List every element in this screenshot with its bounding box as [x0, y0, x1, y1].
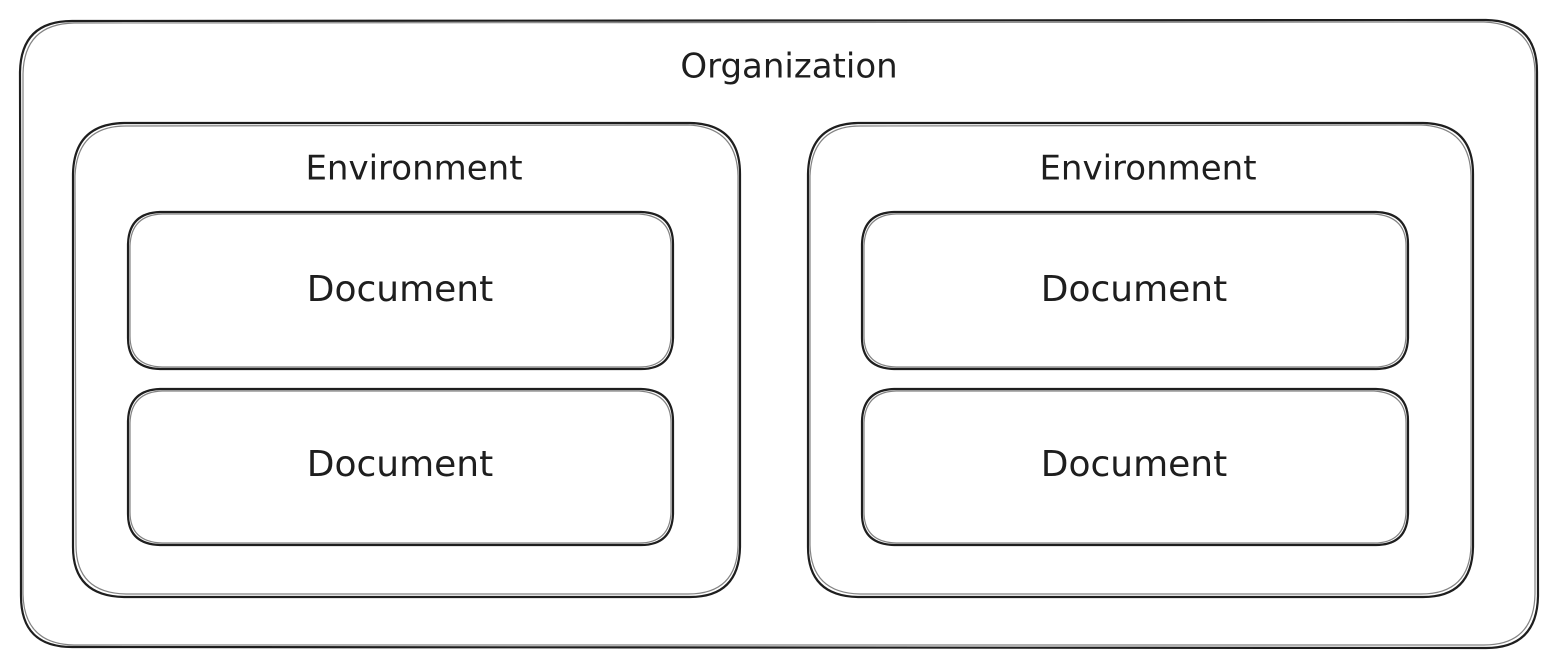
- organization-label: Organization: [680, 47, 897, 87]
- document-label-1-1: Document: [307, 269, 494, 310]
- environment-box-2: Environment Document Document: [806, 121, 1475, 599]
- document-label-2-2: Document: [1041, 444, 1228, 485]
- organization-box: Organization: [18, 18, 1540, 650]
- document-box-1-1: Document: [126, 210, 675, 371]
- document-label-2-1: Document: [1041, 269, 1228, 310]
- environment-label-1: Environment: [305, 149, 522, 189]
- document-box-2-1: Document: [860, 210, 1410, 371]
- document-label-1-2: Document: [307, 444, 494, 485]
- environment-label-2: Environment: [1039, 149, 1256, 189]
- document-box-1-2: Document: [126, 387, 675, 547]
- document-box-2-2: Document: [860, 387, 1410, 547]
- environment-box-1: Environment Document Document: [71, 121, 742, 599]
